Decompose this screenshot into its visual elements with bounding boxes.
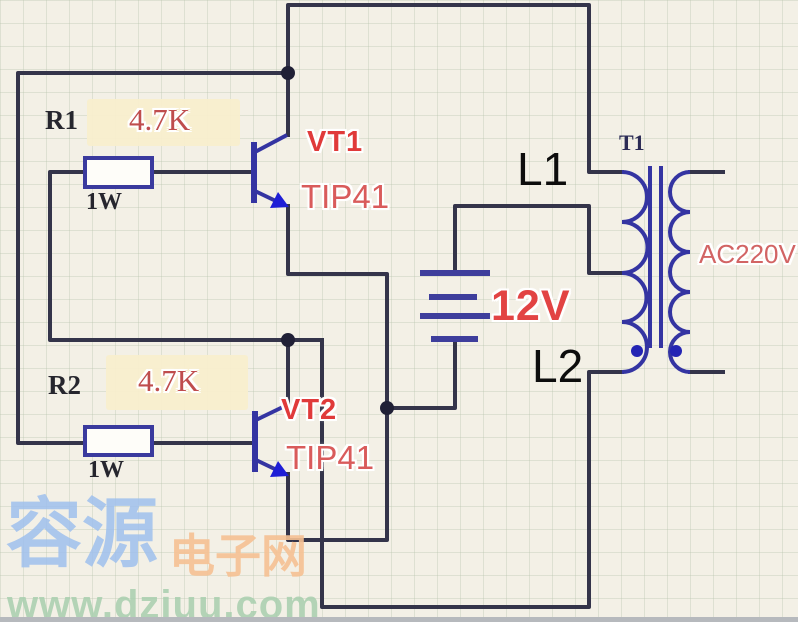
- r1-ref-label: R1: [45, 105, 78, 135]
- r1-resistor-symbol: [83, 156, 154, 189]
- vt1-collector-lead: [254, 133, 288, 154]
- r2-value-highlight: [106, 355, 248, 410]
- r2-resistor-symbol: [83, 425, 154, 457]
- junction-dot-emitter-battery: [380, 401, 394, 415]
- battery-symbol: [420, 270, 490, 342]
- wire-vt2-collector-to-l2: [320, 338, 624, 609]
- wire-r2-feedback: [16, 71, 290, 445]
- watermark-site-suffix: 电子网: [169, 530, 307, 582]
- vt2-part-label: TIP41: [286, 439, 375, 476]
- secondary-voltage-label: AC220V: [699, 239, 796, 269]
- vt2-ref-label: VT2: [281, 394, 338, 426]
- polarity-dot-secondary: [670, 345, 682, 357]
- polarity-dot-primary: [631, 345, 643, 357]
- watermark-site-name: 容源: [6, 492, 158, 577]
- junction-dots: [281, 66, 394, 415]
- battery-voltage-label: 12V: [491, 282, 571, 330]
- vt2-collector-lead: [255, 403, 288, 422]
- resistor-symbols: [83, 156, 154, 457]
- vt1-part-label: TIP41: [301, 178, 390, 215]
- wire-emitter-rail: [286, 204, 389, 542]
- transformer-symbol: [621, 166, 691, 374]
- wire-r1-feedback: [48, 170, 324, 342]
- wire-vt1-collector-to-l1: [286, 3, 624, 174]
- vt1-ref-label: VT1: [307, 126, 364, 158]
- transformer-ref-label: T1: [619, 130, 645, 155]
- secondary-winding: [668, 170, 691, 374]
- vt2-emitter-arrow-icon: [270, 461, 289, 477]
- r2-ref-label: R2: [48, 370, 81, 400]
- r2-power-label: 1W: [88, 457, 124, 483]
- watermark-site-url: www.dziuu.com: [7, 583, 321, 622]
- vt1-transistor-symbol: [251, 133, 289, 208]
- r2-value-label: 4.7K: [138, 363, 200, 398]
- primary-winding: [621, 170, 650, 374]
- vt1-emitter-arrow-icon: [270, 192, 289, 208]
- junction-dot-vt2-collector: [281, 333, 295, 347]
- bottom-edge-strip: [0, 617, 798, 622]
- winding-l1-label: L1: [517, 143, 569, 195]
- r1-power-label: 1W: [86, 189, 122, 215]
- wire-battery-positive-to-center-tap: [453, 204, 624, 275]
- vt2-transistor-symbol: [252, 403, 289, 477]
- r1-value-highlight: [87, 99, 240, 146]
- r1-value-label: 4.7K: [129, 102, 191, 137]
- winding-l2-label: L2: [532, 340, 584, 392]
- junction-dot-vt1-collector: [281, 66, 295, 80]
- wire-battery-negative: [385, 340, 457, 410]
- wire-group: [16, 3, 725, 609]
